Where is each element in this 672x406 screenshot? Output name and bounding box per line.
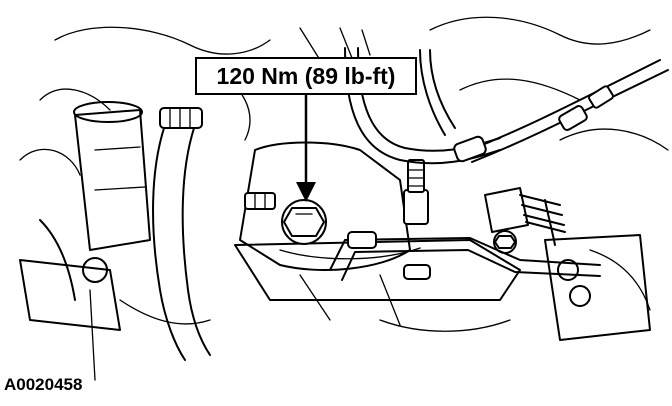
left-lower-pipes [19,219,121,381]
left-canister [73,101,151,251]
left-hose [152,107,211,361]
electrical-connector [484,187,566,246]
center-mount-bracket [234,141,521,326]
callout-box [195,57,417,95]
stud-nut [403,159,429,225]
hose-clamp [159,107,203,129]
torque-bolt [281,199,327,245]
right-block-bolts [544,234,651,341]
torque-callout: 120 Nm (89 lb-ft) [195,57,417,202]
callout-arrowhead [296,182,316,202]
small-bolt-left [244,192,276,210]
lower-pipe [329,231,601,281]
figure-id-label: A0020458 [4,375,82,394]
torque-spec-label: 120 Nm (89 lb-ft) [217,63,396,89]
